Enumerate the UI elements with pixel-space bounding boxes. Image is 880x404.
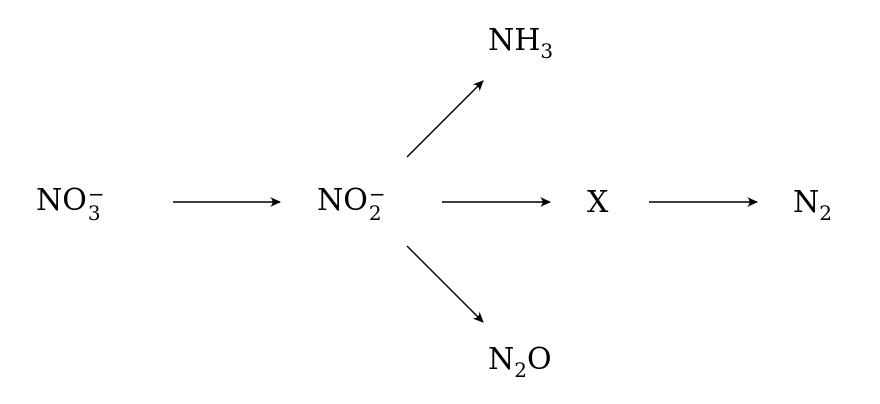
node-nitrous-oxide: N2O (488, 342, 552, 381)
nitrate-base: NO (36, 183, 87, 218)
nitrate-subscript: 3 (87, 201, 101, 225)
nitrous-oxide-suffix: O (526, 342, 552, 377)
ammonia-subscript: 3 (540, 39, 554, 63)
nitrate-charge: − (87, 182, 105, 206)
arrow-nitrite-to-ammonia (406, 80, 484, 158)
nitrous-oxide-base: N (488, 342, 515, 377)
nitrite-subscript: 2 (368, 201, 382, 225)
node-nitrite: NO−2 (317, 183, 386, 223)
nitrite-base: NO (317, 183, 368, 218)
node-nitrate: NO−3 (36, 183, 105, 223)
arrow-nitrite-to-nitrous-oxide (406, 245, 484, 323)
dinitrogen-subscript: 2 (819, 201, 832, 225)
nitrous-oxide-subscript: 2 (514, 358, 527, 382)
ammonia-base: NH (488, 23, 541, 58)
intermediate-label: X (587, 185, 609, 220)
nitrite-charge: − (368, 182, 386, 206)
node-ammonia: NH3 (488, 23, 553, 62)
node-dinitrogen: N2 (793, 185, 832, 224)
dinitrogen-base: N (793, 185, 820, 220)
node-intermediate-x: X (587, 188, 608, 218)
